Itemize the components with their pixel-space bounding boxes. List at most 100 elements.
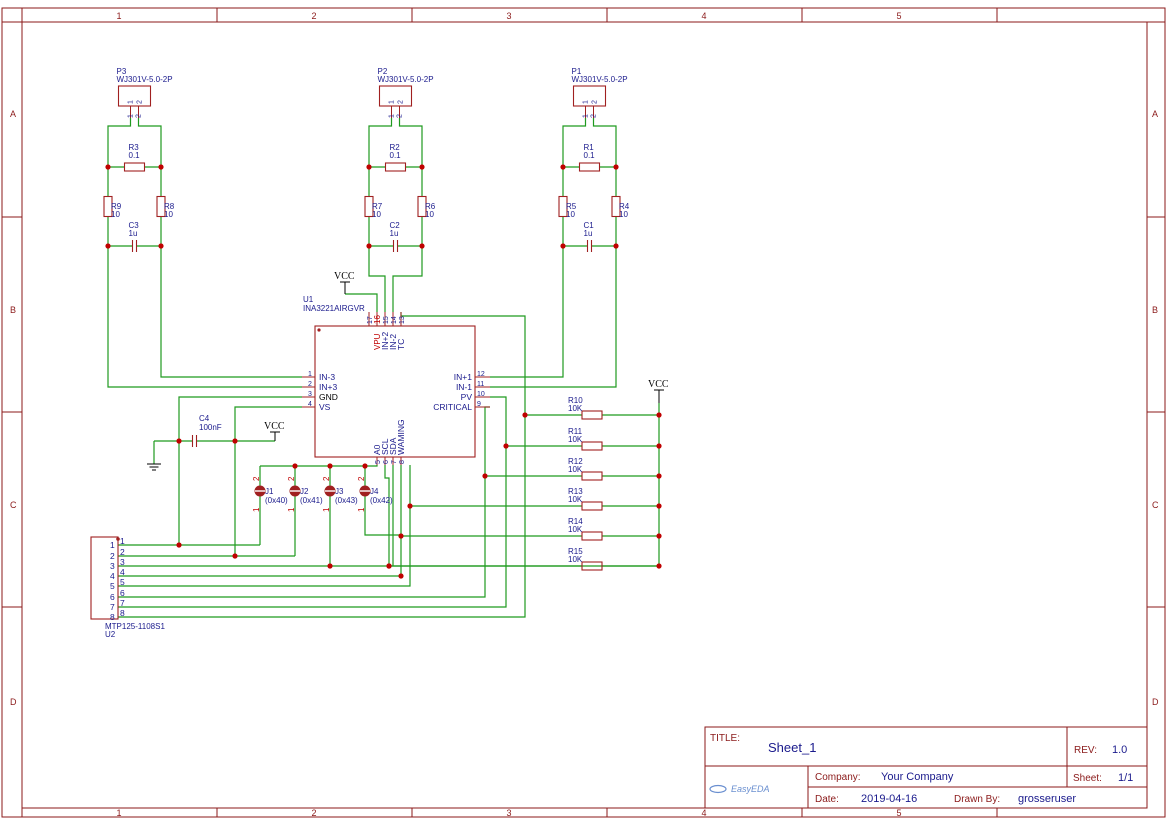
filter-capacitor <box>586 240 593 252</box>
connector-pin-number: 2 <box>136 114 143 118</box>
vcc-label: VCC <box>264 421 285 432</box>
terminal-connector <box>117 85 152 107</box>
junction-dot <box>398 573 404 579</box>
connector-ref: P2 <box>378 67 388 76</box>
filter-capacitor-value: 1u <box>390 229 399 238</box>
wire <box>398 118 423 167</box>
connector-pin-number: 2 <box>398 100 405 104</box>
row-label: A <box>1152 109 1158 119</box>
u1-pin-number: 17 <box>367 316 374 324</box>
wire <box>365 465 378 467</box>
pullup-resistor <box>581 561 603 571</box>
title-block: TITLE: Sheet_1 REV: 1.0 Company: Your Co… <box>704 726 1148 809</box>
row-label: D <box>10 697 17 707</box>
terminal-connector <box>572 85 607 107</box>
filter-capacitor-ref: C2 <box>390 221 401 230</box>
pullup-value: 10K <box>568 435 583 444</box>
filter-resistor-ref: R8 <box>164 202 175 211</box>
u2-pin-number: 3 <box>120 557 125 567</box>
junction-dot <box>327 463 333 469</box>
junction-dot <box>419 243 425 249</box>
terminal-connector <box>378 85 413 107</box>
filter-resistor-ref: R5 <box>566 202 577 211</box>
junction-dot <box>398 533 404 539</box>
jumper-ref: J4 <box>370 487 379 496</box>
pullup-resistor <box>581 531 603 541</box>
shunt-value: 0.1 <box>584 151 596 160</box>
date-value: 2019-04-16 <box>861 793 917 805</box>
u1-pin-number: 16 <box>373 315 382 324</box>
filter-resistor-value: 10 <box>164 210 173 219</box>
u2-pin-number: 4 <box>110 571 115 581</box>
filter-capacitor-value: 1u <box>129 229 138 238</box>
wire <box>137 118 162 167</box>
jumper-pin-number: 1 <box>252 507 261 512</box>
u2-part: MTP125-1108S1 <box>105 622 165 631</box>
pullup-value: 10K <box>568 404 583 413</box>
connector-ref: P3 <box>117 67 127 76</box>
column-label: 2 <box>312 808 317 818</box>
junction-dot <box>232 553 238 559</box>
connector-ref: P1 <box>572 67 582 76</box>
u2-pin-number: 2 <box>110 551 115 561</box>
connector-pin-number: 1 <box>583 100 590 104</box>
junction-dot <box>656 412 662 418</box>
u2-pin-number: 6 <box>120 588 125 598</box>
jumper-pin-number: 2 <box>252 476 261 481</box>
decoupling-capacitor <box>191 435 198 447</box>
filter-resistor-ref: R9 <box>111 202 122 211</box>
rev-value: 1.0 <box>1112 744 1127 756</box>
wire <box>118 446 507 608</box>
connector-pin-number: 1 <box>128 100 135 104</box>
u2-pin-number: 8 <box>120 608 125 618</box>
row-label: B <box>1152 305 1158 315</box>
column-label: 1 <box>117 808 122 818</box>
title-label: TITLE: <box>710 733 740 744</box>
u1-pin-name: VPU <box>373 333 382 350</box>
rev-label: REV: <box>1074 745 1097 756</box>
shunt-ref: R3 <box>129 143 140 152</box>
wire <box>384 465 390 566</box>
junction-dot <box>327 563 333 569</box>
connector-pin-number: 1 <box>389 114 396 118</box>
u2-pin-number: 1 <box>110 540 115 550</box>
row-label: D <box>1152 697 1159 707</box>
jumper-pin-number: 2 <box>287 476 296 481</box>
u1-pin-number: 3 <box>308 391 312 398</box>
filter-capacitor-ref: C3 <box>129 221 140 230</box>
junction-dot <box>366 243 372 249</box>
jumper-address: (0x40) <box>265 496 288 505</box>
u2-pin-number: 8 <box>110 612 115 622</box>
connector-part: WJ301V-5.0-2P <box>572 75 628 84</box>
wire <box>118 465 411 587</box>
junction-dot <box>522 412 528 418</box>
junction-dot <box>560 164 566 170</box>
pullup-ref: R10 <box>568 396 583 405</box>
pullup-value: 10K <box>568 525 583 534</box>
jumper-pin-number: 1 <box>322 507 331 512</box>
company-value: Your Company <box>881 771 954 783</box>
c4-ref: C4 <box>199 414 210 423</box>
junction-dot <box>158 164 164 170</box>
wire <box>368 246 386 312</box>
pullup-value: 10K <box>568 465 583 474</box>
drawn-by-value: grosseruser <box>1018 793 1076 805</box>
shunt-value: 0.1 <box>129 151 141 160</box>
wire <box>562 118 587 167</box>
u2-pin-number: 1 <box>120 536 125 546</box>
filter-capacitor-value: 1u <box>584 229 593 238</box>
vcc-label: VCC <box>648 379 669 390</box>
column-label: 3 <box>507 808 512 818</box>
u1-pin-number: 5 <box>375 460 382 464</box>
wire <box>107 246 302 388</box>
wire <box>368 118 393 167</box>
connector-pin-number: 2 <box>591 114 598 118</box>
easyeda-logo: EasyEDA <box>709 784 770 794</box>
junction-dot <box>656 503 662 509</box>
u1-pin-number: 10 <box>477 391 485 398</box>
junction-dot <box>482 473 488 479</box>
svg-text:EasyEDA: EasyEDA <box>731 784 770 794</box>
junction-dot <box>105 243 111 249</box>
